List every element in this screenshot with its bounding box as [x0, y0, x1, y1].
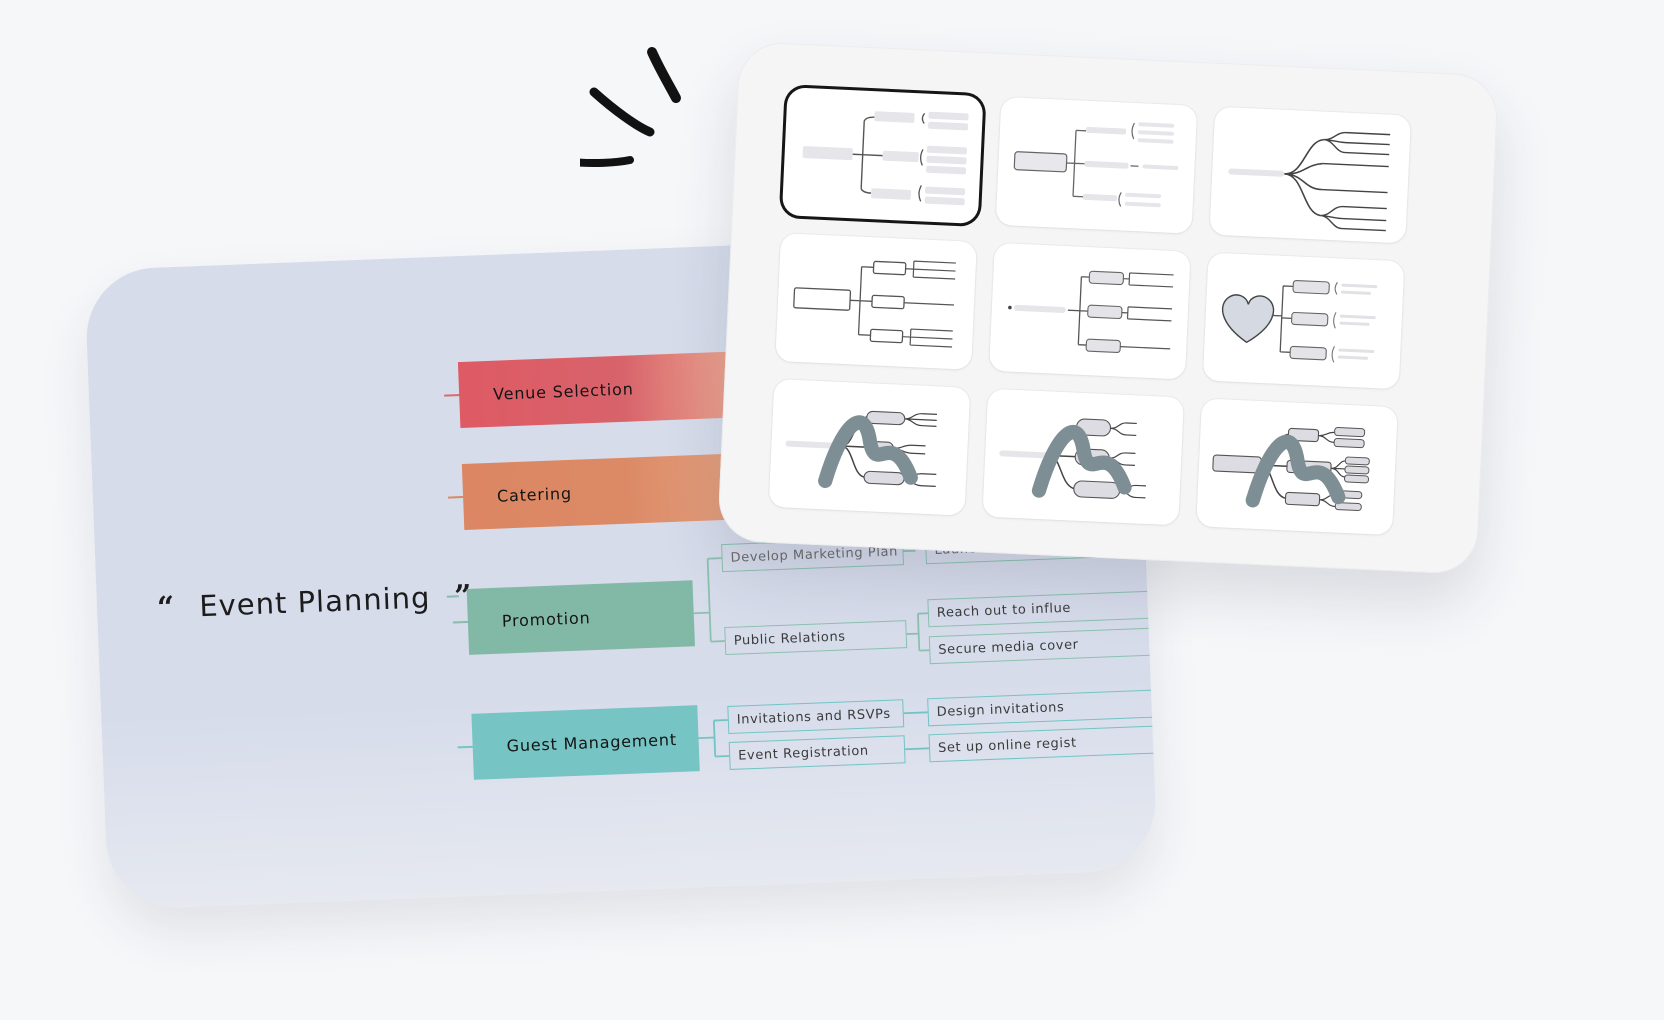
- template-grid: [768, 87, 1412, 536]
- branch-guest-management[interactable]: Guest Management: [471, 705, 700, 780]
- subtopic-label: Invitations and RSVPs: [736, 706, 892, 728]
- branch-label: Promotion: [501, 607, 591, 631]
- brace-list-thumbnail-icon: [1013, 122, 1179, 208]
- bracket-tree-thumbnail-icon: [802, 111, 969, 206]
- mind-map-connectors: [443, 394, 930, 758]
- template-picker-panel: [717, 41, 1499, 575]
- template-tile-organic-tree-1[interactable]: [768, 378, 971, 516]
- branch-label: Venue Selection: [492, 378, 634, 404]
- template-tile-organic-tree-2[interactable]: [982, 388, 1185, 526]
- template-tile-bracket-tree[interactable]: [781, 87, 984, 225]
- branch-label: Guest Management: [506, 729, 678, 756]
- branch-label: Catering: [496, 483, 573, 506]
- template-tile-curved-lines[interactable]: [1209, 106, 1412, 244]
- box-tree-thumbnail-icon: [793, 260, 956, 348]
- template-tile-organic-tree-3[interactable]: [1196, 398, 1398, 536]
- subtopic-label: Event Registration: [737, 743, 869, 764]
- template-tile-brace-list[interactable]: [995, 96, 1198, 234]
- subtopic-label: Design invitations: [936, 699, 1065, 720]
- template-tile-pill-tree[interactable]: [989, 242, 1191, 380]
- mind-map-preview-card: “ Event Planning ” Venue Selection Cater…: [84, 230, 1158, 910]
- subtopic-label: Secure media cover: [938, 636, 1079, 658]
- ai-style-icon: [1245, 434, 1346, 508]
- ai-style-icon: [1031, 425, 1132, 498]
- heart-tree-thumbnail-icon: [1221, 279, 1378, 363]
- subtopic-label: Public Relations: [733, 628, 846, 649]
- subtopic-label: Reach out to influe: [936, 600, 1072, 621]
- ai-style-icon: [818, 415, 918, 489]
- branch-venue-selection[interactable]: Venue Selection: [457, 350, 761, 429]
- sparkle-decoration-icon: [580, 47, 681, 168]
- root-topic-label: Event Planning: [198, 580, 432, 624]
- pill-tree-thumbnail-icon: [1008, 270, 1174, 354]
- template-tile-heart-tree[interactable]: [1202, 252, 1405, 390]
- subtopic-label: Set up online regist: [937, 735, 1077, 756]
- open-quote-icon: “: [156, 589, 177, 626]
- branch-promotion[interactable]: Promotion: [466, 580, 695, 655]
- curved-lines-thumbnail-icon: [1228, 131, 1391, 232]
- template-tile-box-tree[interactable]: [775, 233, 977, 370]
